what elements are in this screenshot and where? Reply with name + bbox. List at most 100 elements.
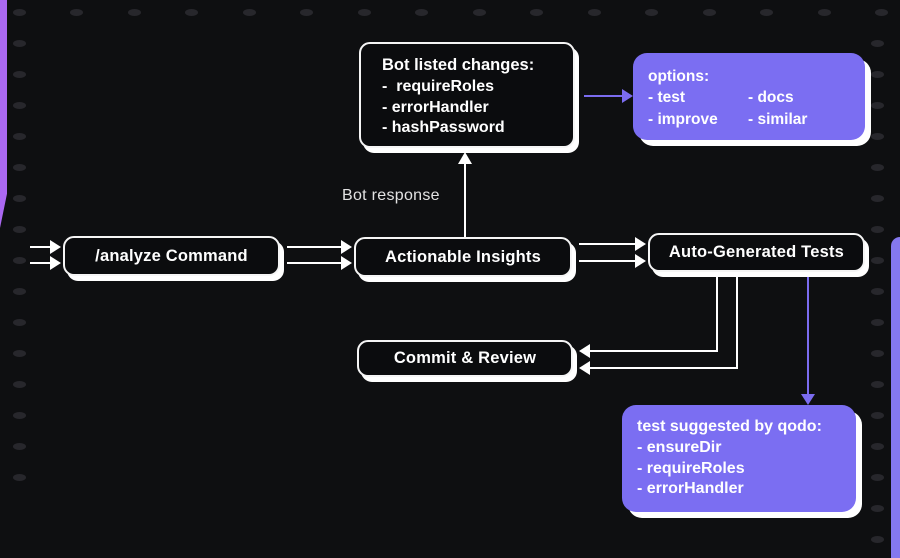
arrow-analyze-to-actionable-line-1 — [287, 246, 342, 248]
background-dot — [870, 132, 884, 140]
background-dot — [870, 101, 884, 109]
options-grid: - test - docs - improve - similar — [648, 88, 855, 130]
arrow-autogen-to-commit-head-2 — [579, 361, 590, 375]
arrow-actionable-to-botlisted-head — [458, 152, 472, 164]
background-dot — [870, 163, 884, 171]
arrow-autogen-to-commit-hline-1 — [589, 350, 718, 352]
list-item: - similar — [748, 111, 808, 128]
arrow-autogen-to-commit-head-1 — [579, 344, 590, 358]
left-edge-accent — [0, 0, 7, 228]
background-dot — [587, 8, 601, 16]
arrow-autogen-to-qodo-line — [807, 277, 809, 395]
bot-response-label: Bot response — [342, 187, 440, 204]
arrow-autogen-to-commit-hline-2 — [589, 367, 738, 369]
arrow-autogen-to-commit-vline-2 — [736, 275, 738, 369]
node-label: Actionable Insights — [385, 247, 541, 266]
node-label: Commit & Review — [393, 349, 537, 367]
background-dot — [12, 163, 26, 171]
arrow-input-to-analyze-head-2 — [50, 256, 61, 270]
arrow-actionable-to-autogen-line-2 — [579, 260, 636, 262]
background-dot — [530, 8, 543, 16]
background-dot — [870, 287, 884, 295]
background-dot — [472, 8, 486, 16]
background-dot — [242, 8, 256, 16]
background-dot — [760, 8, 773, 16]
background-dot — [12, 349, 26, 357]
arrow-analyze-to-actionable-head-2 — [341, 256, 352, 270]
node-qodo-suggested-tests: test suggested by qodo: - ensureDir - re… — [622, 405, 856, 512]
background-dot — [12, 70, 26, 78]
background-dot — [415, 8, 428, 16]
background-dot — [185, 8, 198, 16]
background-dot — [870, 70, 884, 78]
background-dot — [12, 380, 26, 388]
arrow-botlisted-to-options-line — [584, 95, 623, 97]
background-dot — [870, 256, 884, 264]
node-title: test suggested by qodo: — [637, 418, 822, 435]
background-dot — [300, 8, 313, 16]
background-dot — [870, 349, 884, 357]
background-dot — [875, 8, 888, 16]
background-dot — [12, 411, 26, 419]
background-dot — [12, 473, 26, 481]
background-dot — [12, 287, 26, 295]
arrow-actionable-to-botlisted-line — [464, 163, 466, 237]
arrow-autogen-to-qodo-head — [801, 394, 815, 405]
arrow-input-to-analyze-head-1 — [50, 240, 61, 254]
background-dot — [870, 442, 884, 450]
node-options: options: - test - docs - improve - simil… — [633, 53, 865, 140]
background-dot — [12, 132, 26, 140]
arrow-actionable-to-autogen-head-2 — [635, 254, 646, 268]
background-dot — [702, 8, 716, 16]
node-actionable-insights: Actionable Insights — [354, 237, 572, 277]
background-dot — [70, 8, 83, 16]
background-dot — [12, 39, 26, 47]
background-dot — [870, 318, 884, 326]
arrow-actionable-to-autogen-head-1 — [635, 237, 646, 251]
background-dot — [12, 8, 26, 16]
node-bot-listed-changes: Bot listed changes: - requireRoles - err… — [359, 42, 575, 148]
background-dot — [12, 256, 26, 264]
background-dot — [645, 8, 658, 16]
list-item: - docs — [748, 89, 794, 106]
background-dot — [870, 535, 884, 543]
list-item: - hashPassword — [382, 119, 505, 136]
arrow-analyze-to-actionable-line-2 — [287, 262, 342, 264]
background-dot — [870, 39, 884, 47]
arrow-input-to-analyze-line-1 — [30, 246, 51, 248]
background-dot — [870, 504, 884, 512]
background-dot — [12, 318, 26, 326]
list-item: - errorHandler — [637, 480, 744, 497]
arrow-botlisted-to-options-head — [622, 89, 633, 103]
background-dot — [12, 194, 26, 202]
background-dot — [127, 8, 141, 16]
node-label: /analyze Command — [95, 246, 248, 265]
list-item: - requireRoles — [637, 459, 745, 477]
list-item: - test — [648, 89, 686, 106]
arrow-autogen-to-commit-vline-1 — [716, 275, 718, 352]
background-dot — [870, 411, 884, 419]
right-edge-accent — [891, 237, 900, 558]
background-dot — [817, 8, 831, 16]
background-dot — [12, 101, 26, 109]
list-item: - requireRoles — [382, 78, 495, 95]
background-dot — [357, 8, 371, 16]
node-commit-review: Commit & Review — [357, 340, 573, 377]
list-item: - ensureDir — [637, 439, 722, 456]
node-analyze-command: /analyze Command — [63, 236, 280, 276]
arrow-actionable-to-autogen-line-1 — [579, 243, 636, 245]
arrow-input-to-analyze-line-2 — [30, 262, 51, 264]
background-dot — [12, 225, 26, 233]
background-dot — [12, 442, 26, 450]
background-dot — [870, 473, 884, 481]
node-label: Auto-Generated Tests — [668, 243, 845, 261]
node-title: Bot listed changes: — [382, 56, 535, 74]
list-item: - improve — [648, 111, 718, 128]
background-dot — [870, 380, 884, 388]
list-item: - errorHandler — [382, 98, 489, 116]
arrow-analyze-to-actionable-head-1 — [341, 240, 352, 254]
background-dot — [870, 194, 884, 202]
background-dot — [870, 225, 884, 233]
node-title: options: — [648, 68, 710, 85]
node-auto-generated-tests: Auto-Generated Tests — [648, 233, 865, 272]
